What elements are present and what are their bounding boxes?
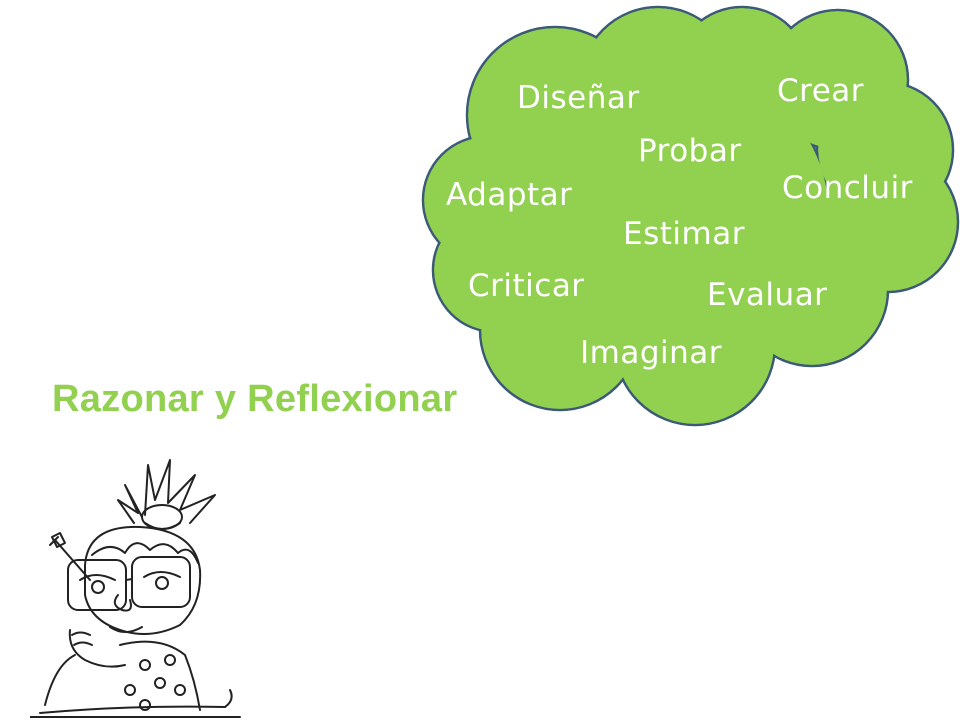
cloud-word-imaginar: Imaginar (580, 335, 723, 371)
cloud-word-concluir: Concluir (782, 170, 913, 206)
cloud-word-crear: Crear (777, 73, 865, 109)
cloud-word-evaluar: Evaluar (707, 277, 828, 313)
thinking-girl-illustration (30, 459, 241, 718)
cloud-word-adaptar: Adaptar (446, 177, 573, 213)
cloud-word-criticar: Criticar (468, 268, 585, 304)
cloud-word-estimar: Estimar (623, 216, 745, 252)
cloud-word-probar: Probar (638, 133, 742, 169)
slide-title: Razonar y Reflexionar (52, 378, 458, 420)
cloud-word-disenar: Diseñar (517, 80, 640, 116)
